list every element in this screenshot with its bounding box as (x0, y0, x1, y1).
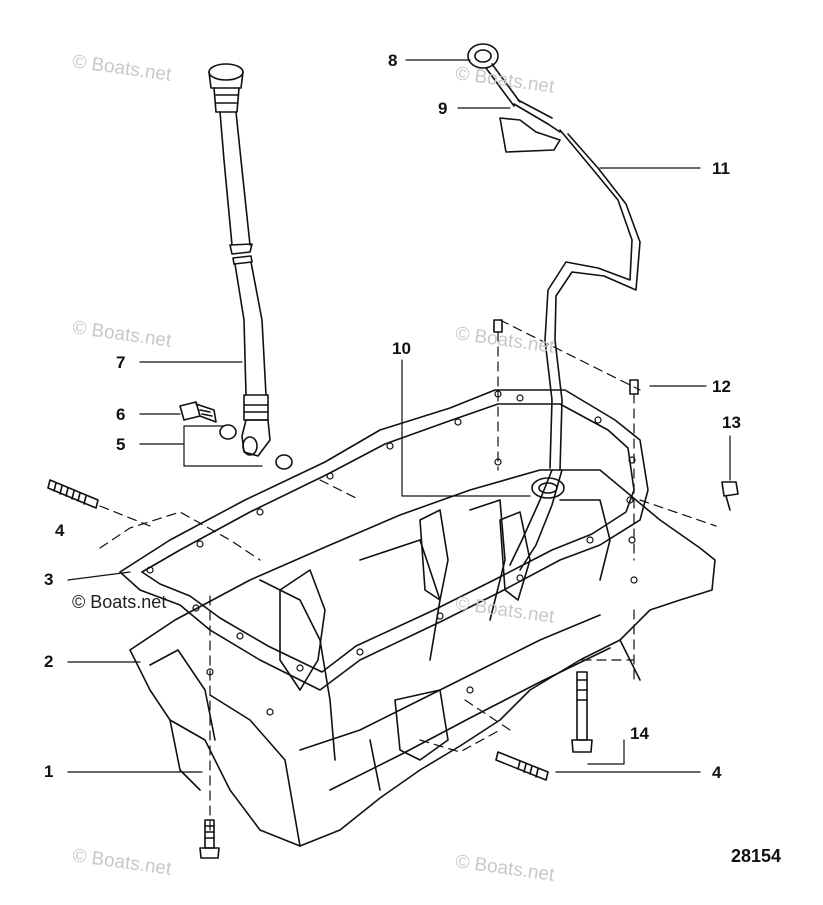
o-rings (219, 424, 293, 470)
callout-14: 14 (630, 724, 649, 743)
bolt-bottom (199, 819, 220, 859)
leader-lines (67, 59, 731, 773)
callout-13: 13 (722, 413, 741, 432)
oil-pan-gasket (119, 389, 649, 691)
callout-12: 12 (712, 377, 731, 396)
dowel-pins (493, 319, 639, 395)
callout-11: 11 (712, 159, 730, 178)
stud-right (495, 751, 549, 781)
drain-plug (179, 401, 217, 423)
oil-fill-tube (208, 63, 271, 457)
bolt-13 (721, 481, 739, 511)
bolt-holes (146, 390, 638, 716)
oil-pan (129, 469, 716, 847)
callout-8: 8 (388, 51, 398, 70)
watermark: © Boats.net (72, 592, 167, 612)
dashed-lines (99, 319, 717, 831)
callout-1: 1 (44, 762, 54, 781)
callout-4: 4 (55, 521, 65, 540)
callout-7: 7 (116, 353, 126, 372)
callout-6: 6 (116, 405, 126, 424)
callout-5: 5 (116, 435, 126, 454)
callout-10: 10 (392, 339, 411, 358)
figure-number: 28154 (731, 846, 782, 866)
dipstick-assembly (467, 43, 641, 571)
callout-9: 9 (438, 99, 448, 118)
callout-3: 3 (44, 570, 54, 589)
callout-4: 4 (712, 763, 722, 782)
stud-left (47, 479, 99, 509)
callout-2: 2 (44, 652, 54, 671)
bolt-long (571, 671, 593, 753)
